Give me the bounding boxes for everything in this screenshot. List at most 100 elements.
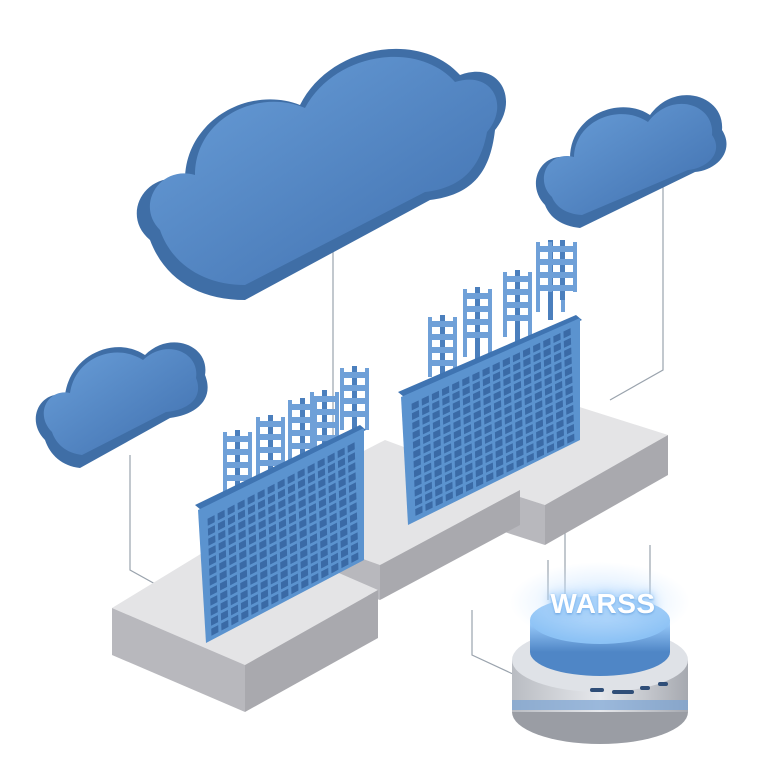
panel-cell — [298, 488, 306, 499]
panel-cell — [348, 462, 356, 473]
panel-cell — [413, 457, 421, 468]
panel-cell — [220, 589, 228, 601]
panel-cell — [464, 452, 473, 464]
antenna-element — [312, 396, 337, 402]
panel-cell — [259, 549, 267, 560]
panel-cell — [513, 361, 521, 372]
panel-cell — [337, 447, 345, 459]
warss-label: WARSS — [550, 588, 656, 619]
panel-cell — [442, 405, 450, 416]
panel-cell — [493, 381, 501, 392]
panel-cell — [208, 555, 217, 566]
panel-cell — [444, 472, 453, 483]
panel-cell — [514, 400, 522, 411]
panel-cell — [473, 400, 481, 411]
panel-cell — [536, 448, 545, 459]
panel-cell — [310, 563, 319, 574]
panel-cell — [307, 473, 316, 484]
panel-cell — [250, 574, 258, 585]
panel-cell — [412, 429, 420, 440]
panel-cell — [308, 483, 316, 494]
panel-cell — [512, 352, 521, 363]
wire-right-cloud — [609, 175, 664, 401]
panel-cell — [442, 414, 451, 425]
panel-cell — [258, 519, 266, 530]
panel-cell — [434, 476, 443, 488]
antenna-array-left — [223, 366, 369, 500]
drum-slot — [658, 682, 668, 686]
panel-cell — [524, 395, 532, 406]
panel-cell — [566, 414, 574, 425]
panel-cell — [565, 385, 573, 396]
panel-cell — [515, 419, 523, 430]
panel-cell — [230, 584, 238, 596]
panel-cell — [424, 472, 432, 483]
panel-cell — [553, 352, 562, 363]
panel-cell — [505, 433, 513, 444]
panel-cell — [210, 595, 218, 606]
panel-cell — [320, 547, 328, 559]
antenna-side — [223, 432, 227, 492]
panel-cell — [465, 481, 474, 492]
panel-cell — [523, 376, 532, 387]
panel-cell — [424, 481, 433, 492]
panel-cell — [300, 548, 308, 559]
panel-cell — [340, 547, 349, 559]
panel-cell — [484, 414, 492, 425]
panel-cell — [221, 619, 229, 631]
panel-cell — [247, 504, 256, 515]
antenna-side — [536, 242, 540, 312]
panel-cell — [239, 569, 248, 581]
panel-cell — [348, 472, 356, 483]
panel-cell — [349, 492, 357, 503]
panel-cell — [339, 507, 347, 519]
panel-cell — [249, 564, 258, 575]
panel-cell — [228, 524, 236, 536]
panel-cell — [230, 604, 239, 616]
antenna-side — [256, 417, 260, 482]
panel-cell — [218, 529, 226, 541]
antenna-element — [225, 462, 250, 468]
panel-cell — [207, 525, 216, 536]
panel-cell — [328, 472, 336, 484]
panel-cell — [494, 409, 502, 420]
panel-cell — [267, 493, 276, 505]
panel-cell — [347, 452, 356, 463]
panel-cell — [472, 390, 481, 401]
panel-cell — [211, 625, 219, 636]
panel-cell — [237, 509, 246, 521]
panel-cell — [486, 472, 494, 483]
panel-cell — [280, 578, 289, 590]
panel-cell — [485, 452, 493, 463]
panel-right — [398, 315, 582, 525]
panel-cell — [434, 457, 442, 468]
panel-cell — [347, 442, 355, 453]
antenna-side — [288, 400, 292, 462]
panel-cell — [260, 569, 268, 580]
panel-cell — [240, 599, 249, 611]
panel-cell — [464, 443, 472, 454]
panel-cell — [279, 548, 288, 560]
panel-cell — [455, 476, 463, 488]
panel-cell — [453, 429, 462, 440]
panel-cell — [421, 395, 430, 406]
panel-cell — [271, 593, 279, 605]
panel-cell — [209, 565, 217, 576]
panel-cell — [308, 503, 317, 514]
panel-cell — [318, 477, 326, 489]
panel-cell — [462, 385, 470, 396]
panel-cell — [534, 390, 543, 401]
panel-cell — [506, 462, 514, 473]
panel-cell — [422, 424, 431, 435]
panel-cell — [485, 443, 493, 454]
panel-cell — [311, 573, 319, 584]
antenna-element — [465, 293, 490, 299]
panel-cell — [229, 574, 238, 586]
panel-cell — [515, 438, 524, 449]
panel-cell — [474, 428, 482, 440]
panel-cell — [495, 438, 503, 449]
panel-cell — [454, 438, 462, 449]
panel-left-grid — [207, 442, 359, 636]
panel-cell — [209, 575, 217, 586]
panel-cell — [231, 614, 239, 626]
